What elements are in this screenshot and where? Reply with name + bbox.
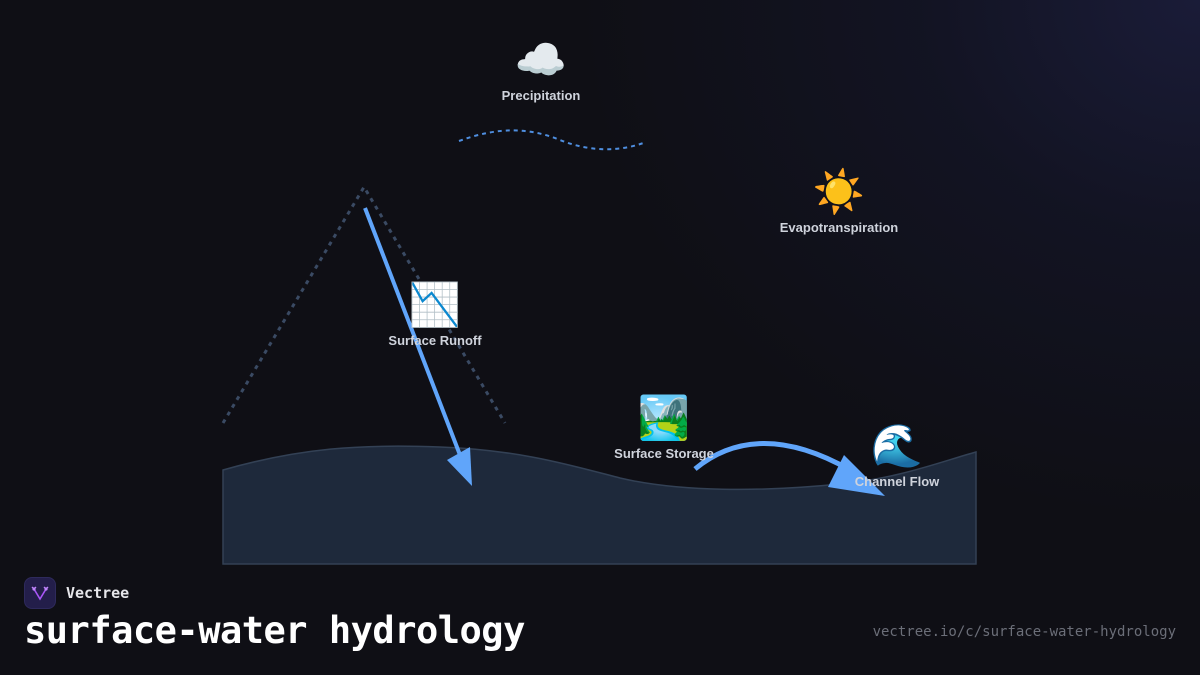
vectree-logo-icon bbox=[24, 577, 56, 609]
node-surface-storage[interactable]: 🏞️ Surface Storage bbox=[614, 394, 714, 461]
node-evapotranspiration[interactable]: ☀️ Evapotranspiration bbox=[780, 168, 898, 235]
rain-curve bbox=[458, 129, 647, 151]
node-label: Channel Flow bbox=[854, 474, 940, 489]
brand-name: Vectree bbox=[66, 584, 130, 602]
node-label: Surface Storage bbox=[614, 446, 714, 461]
node-label: Surface Runoff bbox=[388, 333, 482, 348]
water-wave-icon: 🌊 bbox=[870, 422, 924, 469]
runoff-arrowhead bbox=[447, 447, 472, 486]
national-park-icon: 🏞️ bbox=[637, 394, 691, 441]
sun-icon: ☀️ bbox=[812, 168, 866, 215]
node-surface-runoff[interactable]: 📉 Surface Runoff bbox=[388, 281, 481, 348]
page-title: surface-water hydrology bbox=[24, 609, 525, 652]
node-channel-flow[interactable]: 🌊 Channel Flow bbox=[855, 422, 940, 489]
storage-to-channel-arrow bbox=[693, 441, 852, 473]
runoff-arrow bbox=[363, 207, 462, 456]
node-label: Precipitation bbox=[501, 88, 581, 103]
node-label: Evapotranspiration bbox=[779, 220, 899, 235]
cloud-icon: ☁️ bbox=[514, 36, 568, 83]
brand: Vectree bbox=[24, 577, 129, 609]
hillslope-outline bbox=[221, 184, 507, 424]
storage-to-channel-arrowhead bbox=[828, 455, 885, 496]
page-url[interactable]: vectree.io/c/surface-water-hydrology bbox=[872, 624, 1176, 640]
node-precipitation[interactable]: ☁️ Precipitation bbox=[502, 36, 581, 103]
ground-shape bbox=[222, 445, 977, 565]
chart-decreasing-icon: 📉 bbox=[408, 281, 462, 328]
